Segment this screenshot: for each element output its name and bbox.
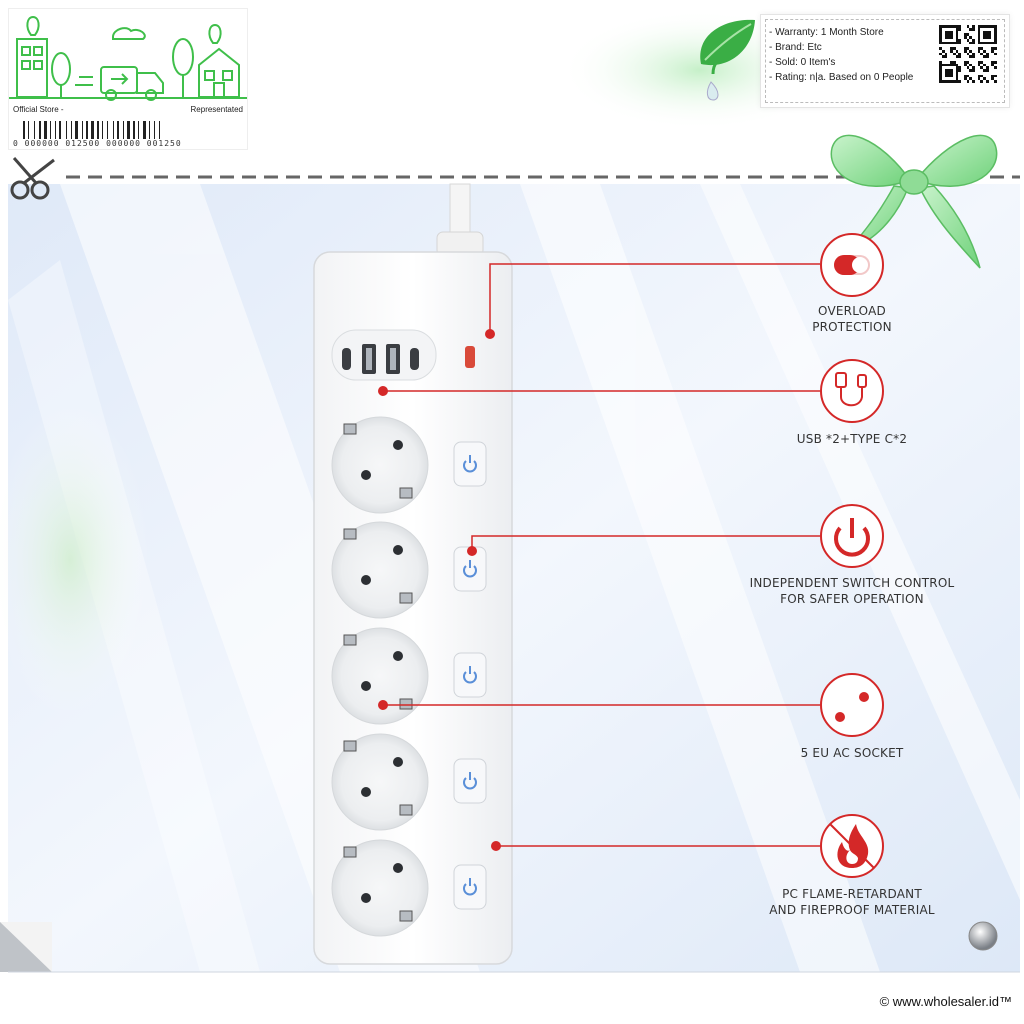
- socket-switch-button[interactable]: [453, 652, 487, 698]
- page-curl-icon: [0, 922, 52, 972]
- eu-socket: [331, 839, 429, 937]
- feature-line: PC FLAME-RETARDANT: [782, 887, 922, 901]
- callout-lines: [383, 263, 820, 847]
- eu-socket: [331, 627, 429, 725]
- feature-line: USB *2+TYPE C*2: [796, 432, 908, 446]
- leaf-icon: [700, 19, 755, 101]
- sold-text: - Sold: 0 Item's: [769, 57, 836, 68]
- store-right-label: Representated: [190, 105, 243, 114]
- callout-dots: [378, 329, 501, 851]
- town-delivery-illustration: [9, 15, 247, 101]
- toggle-switch-icon: [820, 233, 884, 297]
- eu-socket: [331, 733, 429, 831]
- callout-line-overload: [489, 263, 820, 332]
- store-left-label: Official Store -: [13, 105, 64, 114]
- warranty-text: - Warranty: 1 Month Store: [769, 27, 884, 38]
- green-glow-left: [0, 400, 150, 720]
- eu-socket: [331, 521, 429, 619]
- usb-c-port-1: [342, 348, 351, 370]
- copyright-footer: © www.wholesaler.id™: [879, 994, 1012, 1009]
- fireproof-icon: [820, 814, 884, 878]
- feature-overload-label: OVERLOAD PROTECTION: [752, 303, 952, 335]
- product-info-box: - Warranty: 1 Month Store - Brand: Etc -…: [760, 14, 1010, 108]
- ribbon-bow-icon: [830, 134, 998, 269]
- info-dashed-frame: [765, 19, 1005, 103]
- socket-icon: [820, 673, 884, 737]
- overload-button: [465, 346, 475, 368]
- barcode: [23, 121, 235, 139]
- usb-cable-icon: [820, 359, 884, 423]
- usb-c-port-2: [410, 348, 419, 370]
- rating-text: - Rating: n|a. Based on 0 People: [769, 72, 914, 83]
- feature-line: PROTECTION: [812, 320, 892, 334]
- socket-switch-button[interactable]: [453, 864, 487, 910]
- feature-usb-label: USB *2+TYPE C*2: [752, 431, 952, 447]
- feature-line: FOR SAFER OPERATION: [780, 592, 924, 606]
- qr-code: [939, 25, 997, 83]
- feature-line: OVERLOAD: [818, 304, 886, 318]
- eu-socket: [331, 416, 429, 514]
- power-icon: [820, 504, 884, 568]
- feature-switch-label: INDEPENDENT SWITCH CONTROL FOR SAFER OPE…: [732, 575, 972, 607]
- socket-switch-button[interactable]: [453, 758, 487, 804]
- feature-line: INDEPENDENT SWITCH CONTROL: [749, 576, 955, 590]
- socket-switch-button[interactable]: [453, 546, 487, 592]
- callout-line-switch: [471, 535, 820, 550]
- socket-switch-button[interactable]: [453, 441, 487, 487]
- barcode-number: 0 000000 012500 000000 001250: [13, 139, 182, 148]
- usb-module: [331, 329, 437, 381]
- scroll-knob-icon: [968, 921, 998, 951]
- feature-line: 5 EU AC SOCKET: [800, 746, 904, 760]
- feature-socket-label: 5 EU AC SOCKET: [752, 745, 952, 761]
- scissors-icon: [10, 157, 55, 200]
- store-badge: Official Store - Representated 0 000000 …: [8, 8, 248, 150]
- brand-text: - Brand: Etc: [769, 42, 822, 53]
- feature-material-label: PC FLAME-RETARDANT AND FIREPROOF MATERIA…: [742, 886, 962, 918]
- feature-line: AND FIREPROOF MATERIAL: [769, 903, 935, 917]
- socket-layer: [331, 416, 487, 937]
